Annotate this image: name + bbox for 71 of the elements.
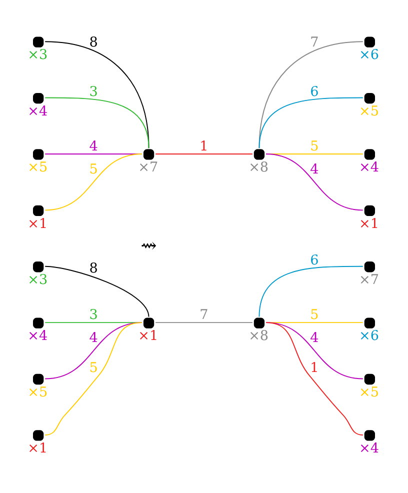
node-circle	[33, 430, 44, 440]
edge-label: 3	[89, 84, 98, 100]
node-label: ×5	[359, 102, 380, 119]
edge-label: 1	[310, 360, 319, 376]
node-label: ×1	[28, 440, 48, 456]
node-circle	[364, 317, 375, 328]
edge-label: 4	[310, 161, 319, 178]
node-circle	[364, 261, 375, 272]
node-circle	[33, 317, 44, 328]
edge-label: 8	[89, 260, 98, 276]
node-circle	[254, 148, 265, 160]
node-label: ×3	[28, 46, 48, 63]
node-label: ×4	[359, 440, 380, 456]
edge-label: 5	[310, 306, 319, 322]
node-label: ×6	[359, 328, 380, 344]
node-label: ×1	[359, 215, 380, 232]
connector	[44, 96, 150, 148]
connector	[155, 153, 253, 154]
node-label: ×4	[359, 159, 380, 176]
edge-label: 7	[310, 34, 319, 50]
node-circle	[33, 148, 44, 160]
node-label: ×4	[28, 328, 48, 344]
node-circle	[254, 317, 265, 328]
connector	[258, 265, 364, 317]
node-circle	[33, 204, 44, 216]
connector	[44, 322, 142, 435]
node-label: ×7	[138, 159, 158, 176]
edge-label: 4	[89, 330, 98, 346]
edge-label: 7	[200, 306, 208, 322]
node-circle	[364, 36, 375, 47]
node-circle	[33, 92, 44, 104]
node-circle	[33, 373, 44, 384]
edge-label: 5	[310, 138, 319, 154]
node-circle	[364, 204, 375, 216]
node-circle	[364, 92, 375, 104]
edge-label: 1	[200, 138, 208, 154]
node-label: ×8	[248, 328, 269, 344]
edge-label: 6	[310, 84, 319, 100]
connector	[266, 322, 364, 435]
connector	[258, 40, 364, 148]
connector	[266, 153, 364, 210]
edge-label: 4	[89, 138, 98, 154]
node-label: ×1	[138, 328, 158, 344]
edge-label: 5	[89, 161, 98, 178]
edge-label: 8	[89, 34, 98, 50]
node-label: ×5	[28, 384, 48, 400]
edge-label: 4	[310, 330, 319, 346]
edge-label: 3	[89, 306, 98, 322]
node-circle	[364, 148, 375, 160]
label: ⇝	[140, 233, 157, 256]
node-circle	[143, 317, 154, 328]
node-label: ×3	[28, 272, 48, 288]
node-label: ×4	[28, 102, 48, 119]
node-label: ×5	[28, 159, 48, 176]
node-circle	[364, 373, 375, 384]
connector	[44, 265, 150, 317]
connector	[44, 153, 142, 210]
node-label: ×8	[248, 159, 269, 176]
connector	[155, 322, 253, 323]
node-circle	[33, 261, 44, 272]
node-label: ×5	[359, 384, 380, 400]
node-label: ×7	[359, 272, 380, 288]
node-circle	[143, 148, 154, 160]
node-circle	[33, 36, 44, 47]
edge-label: 6	[310, 252, 319, 268]
edge-label: 5	[89, 360, 98, 376]
connector	[44, 40, 150, 148]
node-circle	[364, 430, 375, 440]
node-label: ×1	[28, 215, 48, 232]
connector	[258, 96, 364, 148]
node-label: ×6	[359, 46, 380, 63]
